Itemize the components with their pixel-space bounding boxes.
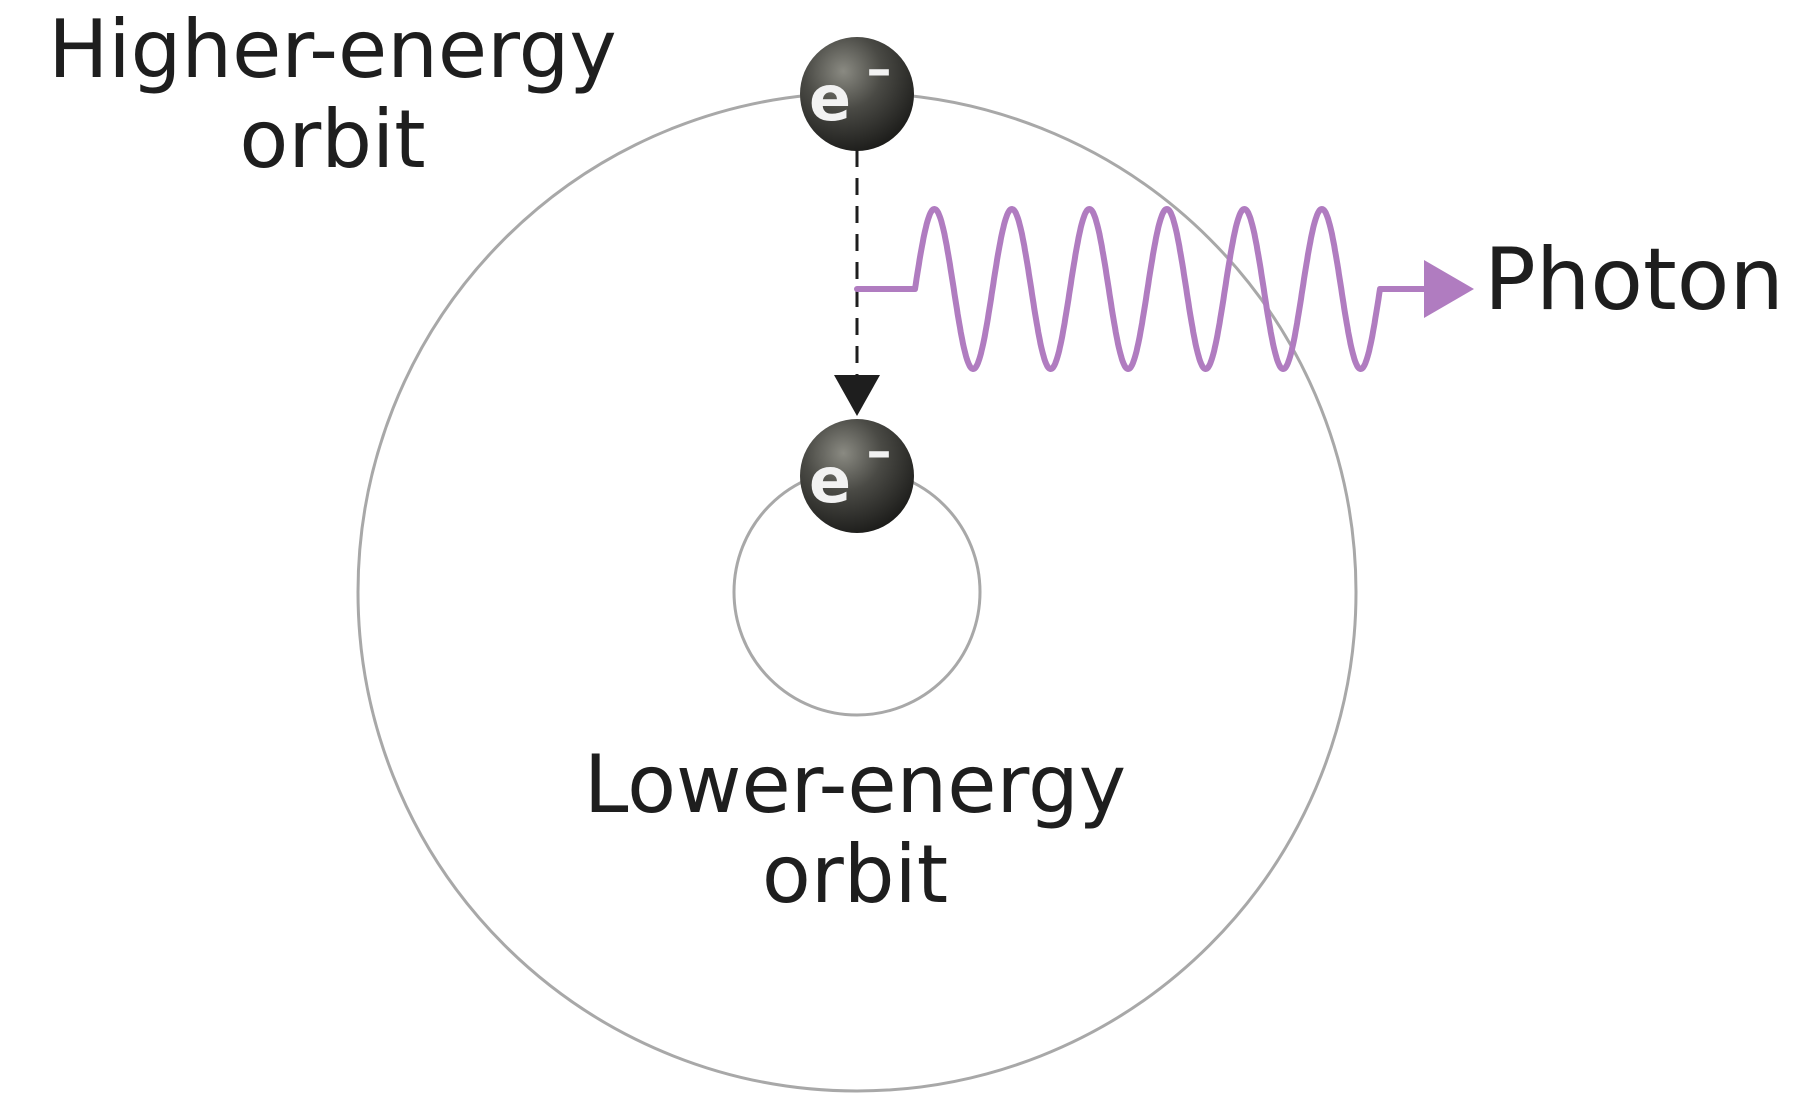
photon-arrowhead-icon	[1424, 260, 1474, 318]
electron-symbol: e	[809, 444, 851, 517]
photon-wave-line	[854, 206, 1429, 372]
electron-sphere-icon: e –	[800, 37, 914, 151]
higher-energy-orbit-label-line1: Higher-energy	[48, 3, 617, 96]
dashed-arrow-down-icon	[834, 375, 880, 416]
lower-energy-orbit-label: Lower-energy orbit	[530, 740, 1180, 919]
electron-symbol: e	[809, 62, 851, 135]
photon-label: Photon	[1484, 230, 1784, 330]
electron-charge: –	[867, 422, 892, 480]
lower-energy-orbit-label-line1: Lower-energy	[583, 738, 1127, 831]
higher-energy-orbit-label: Higher-energy orbit	[0, 5, 665, 184]
electron-sphere-icon: e –	[800, 419, 914, 533]
higher-energy-orbit-label-line2: orbit	[239, 92, 426, 186]
electron-charge: –	[867, 40, 892, 98]
lower-energy-orbit-label-line2: orbit	[761, 827, 949, 921]
